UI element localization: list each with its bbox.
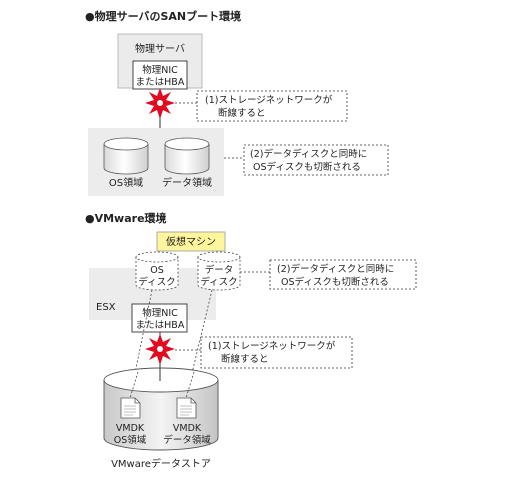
nic-label-1-line1: 物理NIC (142, 64, 178, 76)
callout-4-line2: 断線すると (221, 353, 269, 365)
callout-box-2 (243, 144, 389, 176)
section2-title: ●VMware環境 (85, 211, 167, 225)
section1-title: ●物理サーバのSANブート環境 (85, 9, 241, 23)
os-disk-label: OS領域 (109, 176, 143, 189)
vmdk-os-file-icon (120, 397, 141, 419)
callout-3-line1: (2)データディスクと同時に (277, 263, 394, 275)
nic-label-2-line2: またはHBA (136, 320, 185, 331)
data-disk-cylinder (164, 137, 210, 175)
callout-4-line1: (1)ストレージネットワークが (208, 340, 336, 352)
vmdk-data-file-icon (176, 397, 197, 419)
virtual-os-disk-line2: ディスク (138, 276, 175, 288)
callout-box-1 (196, 90, 348, 122)
esx-label: ESX (96, 302, 116, 313)
physical-server-label: 物理サーバ (135, 42, 185, 55)
callout-1-line2: 断線すると (218, 107, 266, 119)
virtual-data-disk-line1: データ (205, 264, 234, 276)
vmdk-os-line1: VMDK (116, 423, 145, 434)
datastore-cylinder (103, 367, 219, 451)
virtual-data-disk (197, 251, 241, 291)
data-disk-label: データ領域 (162, 176, 212, 189)
os-disk-cylinder (103, 137, 149, 175)
vmdk-os-line2: OS領域 (114, 434, 147, 446)
callout-2-line2: OSディスクも切断される (253, 161, 361, 173)
vmdk-data-line1: VMDK (173, 423, 202, 434)
virtual-os-disk-line1: OS (150, 265, 164, 276)
callout-box-4 (200, 336, 353, 369)
break-burst-center-2 (157, 346, 163, 352)
break-burst-center-1 (157, 100, 163, 106)
nic-label-2-line1: 物理NIC (142, 307, 178, 319)
callout-box-3 (269, 259, 417, 290)
callout-1-line1: (1)ストレージネットワークが (205, 94, 333, 106)
nic-label-1-line2: またはHBA (136, 77, 185, 88)
vm-box (156, 231, 226, 252)
callout-3-line2: OSディスクも切断される (281, 276, 389, 288)
virtual-data-disk-line2: ディスク (200, 276, 237, 288)
nic-box-1 (132, 60, 188, 90)
callout-2-line1: (2)データディスクと同時に (250, 148, 367, 160)
datastore-label: VMwareデータストア (111, 457, 211, 470)
mapping-line-os-front (129, 371, 139, 399)
virtual-os-disk (135, 251, 179, 291)
nic-box-2 (131, 303, 188, 333)
vm-label: 仮想マシン (166, 235, 216, 248)
vmdk-data-line2: データ領域 (163, 434, 211, 446)
mapping-line-data-front (185, 371, 195, 399)
